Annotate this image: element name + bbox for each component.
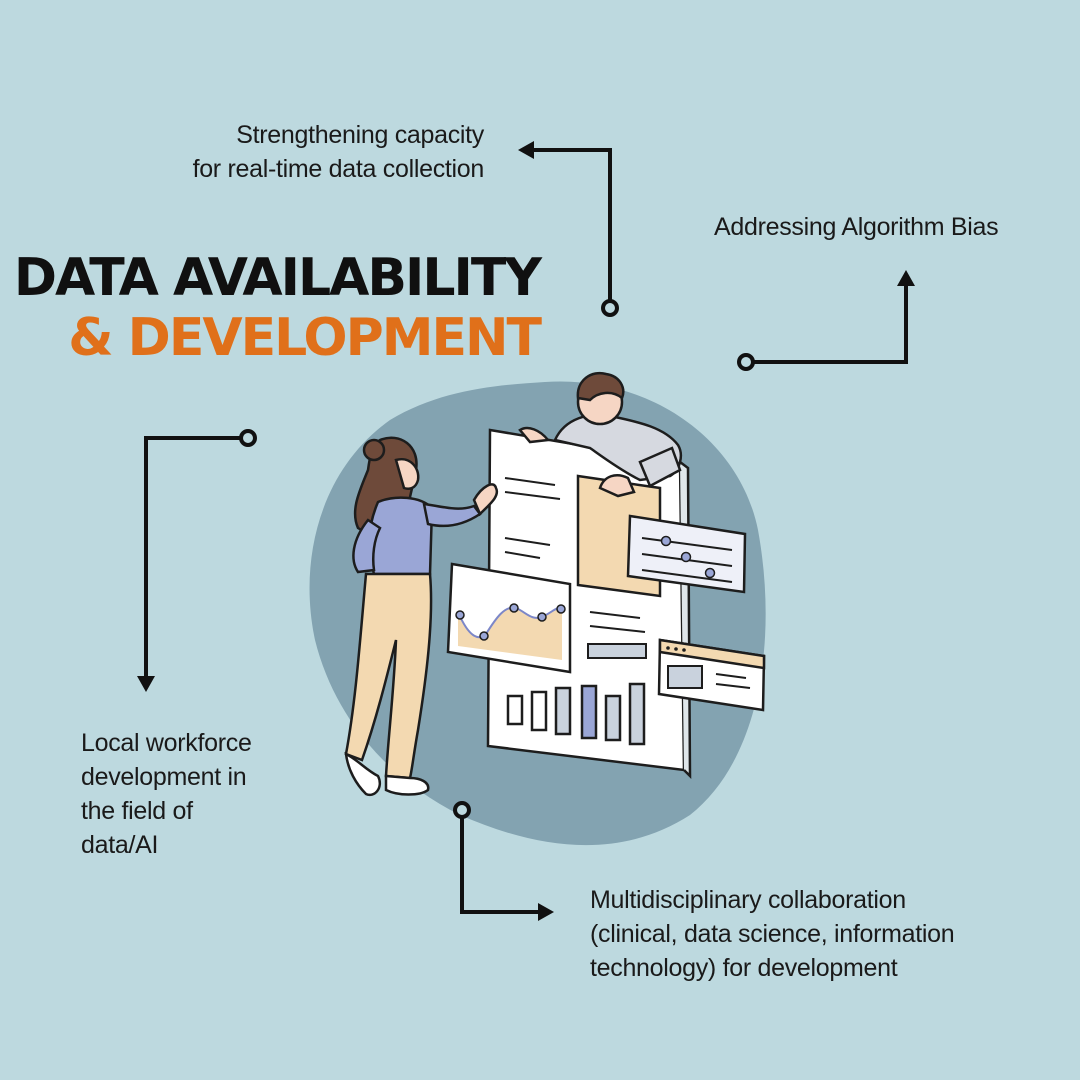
browser-card (657, 638, 766, 712)
connector-workforce (137, 429, 257, 692)
connector-multidisciplinary (453, 801, 554, 921)
woman-figure (344, 436, 499, 797)
label-line: for real-time data collection (192, 155, 485, 183)
connector-bias (737, 270, 915, 371)
label-line: development in (81, 763, 247, 791)
label-strengthening-capacity: Strengthening capacity for real-time dat… (124, 118, 485, 186)
title-line-2: & DEVELOPMENT (68, 308, 542, 368)
line-chart-card (446, 562, 572, 674)
label-multidisciplinary-collaboration: Multidisciplinary collaboration (clinica… (590, 883, 1010, 985)
connector-strengthening (518, 141, 619, 317)
label-line: Multidisciplinary collaboration (590, 886, 906, 914)
label-algorithm-bias: Addressing Algorithm Bias (714, 213, 999, 241)
title-line-1: DATA AVAILABILITY (13, 248, 542, 308)
man-figure (518, 371, 682, 498)
label-line: data/AI (81, 831, 159, 859)
label-workforce-development: Local workforce development in the field… (81, 726, 281, 862)
slider-card (626, 514, 747, 594)
label-line: the field of (81, 797, 193, 825)
label-line: technology) for development (590, 954, 898, 982)
label-line: Strengthening capacity (236, 121, 484, 149)
dashboard-panel (486, 428, 692, 780)
label-line: (clinical, data science, information (590, 920, 955, 948)
label-line: Local workforce (81, 729, 252, 757)
